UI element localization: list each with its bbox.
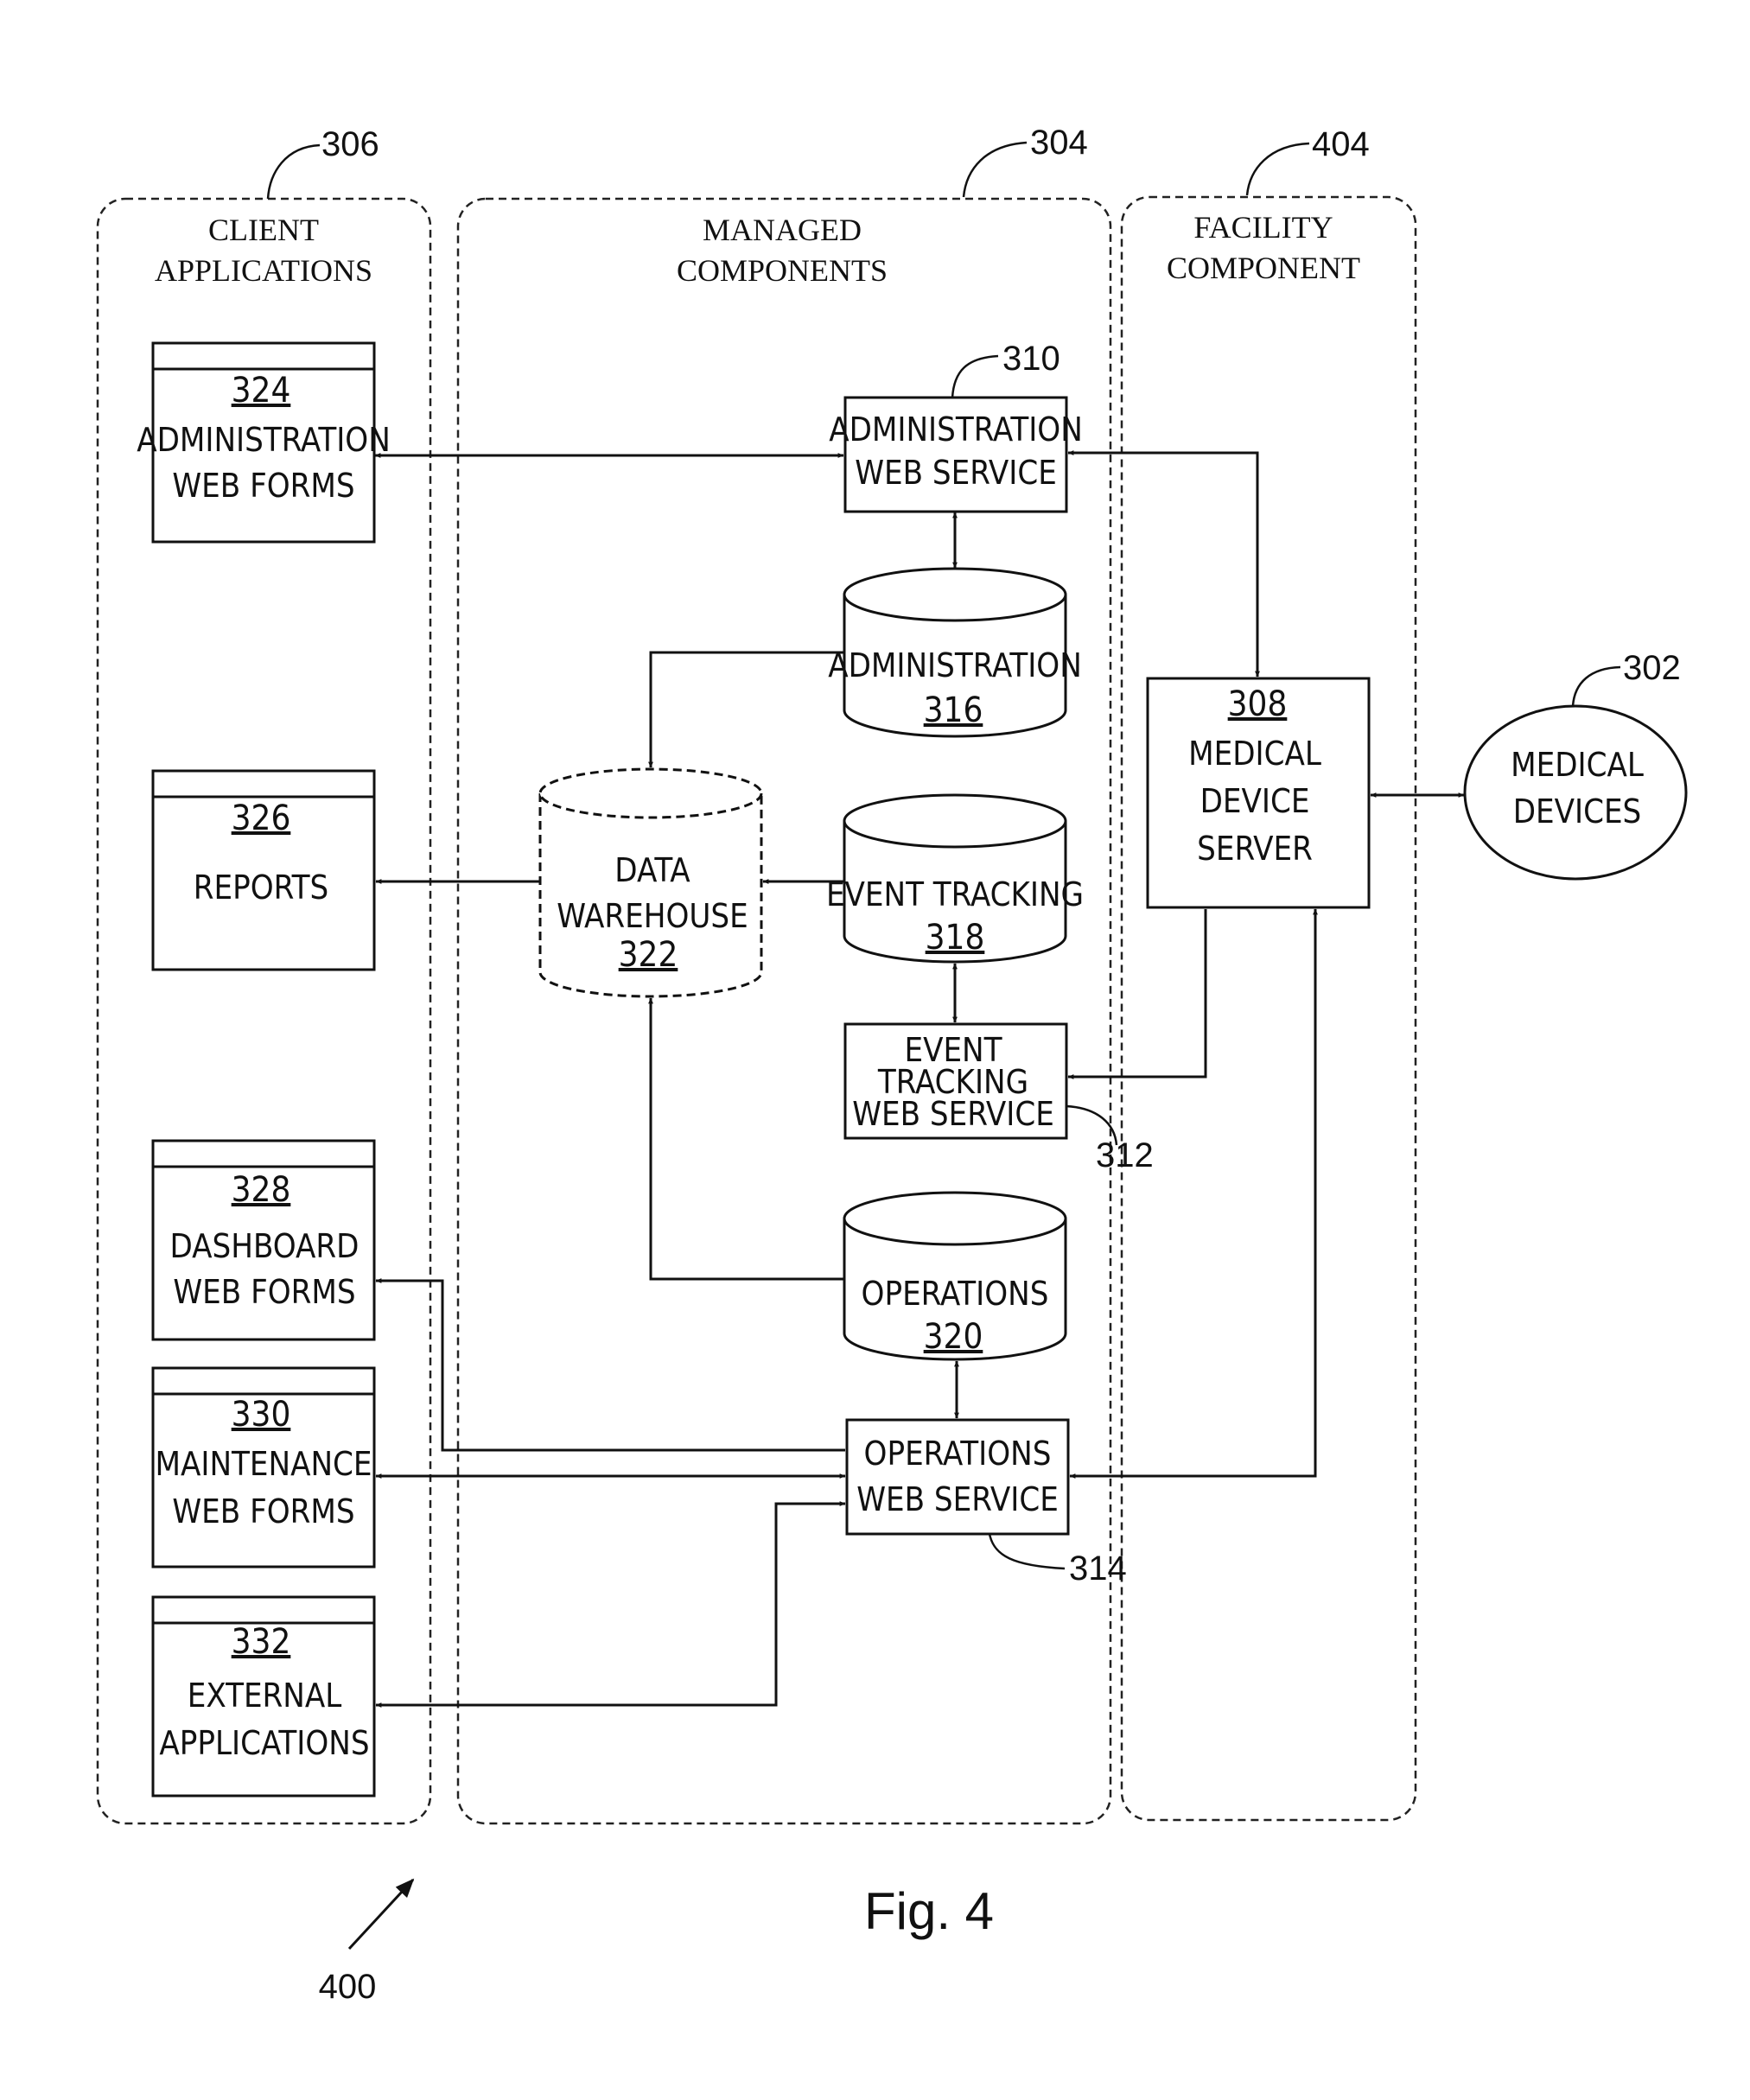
devices-line2: DEVICES (1513, 792, 1642, 830)
server-line3: SERVER (1197, 830, 1313, 868)
ops-ws-line1: OPERATIONS (864, 1435, 1052, 1473)
arrow-admin-ws-to-server (1068, 453, 1257, 677)
admin-ws-line1: ADMINISTRATION (829, 410, 1083, 449)
admin-web-forms-line1: ADMINISTRATION (137, 421, 391, 459)
dashboard-web-forms-number: 328 (232, 1170, 291, 1210)
admin-web-forms-number: 324 (232, 371, 291, 410)
client-title-line1: CLIENT (208, 213, 319, 247)
external-applications-line1: EXTERNAL (188, 1677, 342, 1715)
facility-title-line2: COMPONENT (1167, 251, 1360, 285)
devices-line1: MEDICAL (1511, 746, 1644, 784)
data-warehouse-database: DATA WAREHOUSE 322 (540, 769, 761, 996)
managed-title-line1: MANAGED (703, 213, 862, 247)
event-db-number: 318 (926, 918, 985, 958)
warehouse-number: 322 (619, 935, 678, 975)
server-line2: DEVICE (1200, 782, 1310, 820)
managed-ref: 304 (1030, 124, 1088, 162)
ops-db-label: OPERATIONS (862, 1275, 1049, 1313)
medical-devices-node: MEDICAL DEVICES 302 (1465, 649, 1686, 879)
figure-ref: 400 (319, 1968, 377, 2006)
ops-ws-ref: 314 (1069, 1550, 1127, 1588)
admin-ws-line2: WEB SERVICE (855, 454, 1057, 492)
facility-component-panel: FACILITY COMPONENT 404 (1122, 125, 1416, 1820)
ops-db-number: 320 (924, 1317, 983, 1357)
external-applications-number: 332 (232, 1622, 291, 1662)
warehouse-line2: WAREHOUSE (557, 897, 748, 935)
figure-ref-arrow (349, 1880, 413, 1949)
reports-box: 326 REPORTS (153, 771, 374, 970)
ops-ws-line2: WEB SERVICE (856, 1480, 1059, 1518)
arrow-ops-ws-to-server (1070, 909, 1315, 1476)
facility-title-line1: FACILITY (1193, 210, 1333, 245)
dashboard-web-forms-line2: WEB FORMS (173, 1273, 355, 1311)
external-applications-line2: APPLICATIONS (159, 1724, 369, 1762)
admin-web-forms-box: 324 ADMINISTRATION WEB FORMS (137, 343, 391, 542)
arrow-server-to-event-ws (1068, 909, 1206, 1077)
admin-web-forms-line2: WEB FORMS (172, 467, 354, 505)
figure-caption: Fig. 4 (864, 1882, 994, 1940)
operations-web-service-box: OPERATIONS WEB SERVICE 314 (847, 1420, 1127, 1588)
event-ws-line3: WEB SERVICE (852, 1095, 1054, 1133)
external-applications-box: 332 EXTERNAL APPLICATIONS (153, 1597, 374, 1796)
client-title-line2: APPLICATIONS (155, 253, 372, 288)
dashboard-web-forms-box: 328 DASHBOARD WEB FORMS (153, 1141, 374, 1340)
event-db-label: EVENT TRACKING (826, 875, 1084, 913)
dashboard-web-forms-line1: DASHBOARD (170, 1227, 360, 1265)
arrow-external-to-ops-ws (376, 1504, 845, 1705)
managed-title-line2: COMPONENTS (677, 253, 888, 288)
event-tracking-database: EVENT TRACKING 318 (826, 795, 1084, 962)
arrow-admin-db-to-warehouse (651, 652, 844, 767)
event-ws-ref: 312 (1096, 1136, 1154, 1174)
reports-number: 326 (232, 799, 291, 838)
warehouse-line1: DATA (614, 851, 690, 889)
devices-ref: 302 (1623, 649, 1681, 687)
event-tracking-web-service-box: EVENT TRACKING WEB SERVICE 312 (845, 1024, 1154, 1174)
maintenance-web-forms-number: 330 (232, 1395, 291, 1435)
administration-web-service-box: ADMINISTRATION WEB SERVICE 310 (829, 340, 1083, 512)
client-ref: 306 (321, 125, 379, 163)
arrow-ops-db-to-warehouse (651, 998, 844, 1279)
admin-db-label: ADMINISTRATION (828, 646, 1082, 684)
server-number: 308 (1228, 684, 1288, 724)
maintenance-web-forms-line2: WEB FORMS (172, 1492, 354, 1530)
arrow-ops-ws-to-dashboard (376, 1281, 845, 1450)
server-line1: MEDICAL (1188, 735, 1321, 773)
admin-db-number: 316 (924, 690, 983, 730)
maintenance-web-forms-box: 330 MAINTENANCE WEB FORMS (153, 1368, 374, 1567)
admin-ws-ref: 310 (1002, 340, 1060, 378)
reports-line1: REPORTS (194, 869, 328, 907)
maintenance-web-forms-line1: MAINTENANCE (156, 1445, 372, 1483)
operations-database: OPERATIONS 320 (844, 1193, 1066, 1359)
administration-database: ADMINISTRATION 316 (828, 569, 1082, 736)
facility-ref: 404 (1312, 125, 1370, 163)
medical-device-server-box: 308 MEDICAL DEVICE SERVER (1148, 678, 1369, 907)
